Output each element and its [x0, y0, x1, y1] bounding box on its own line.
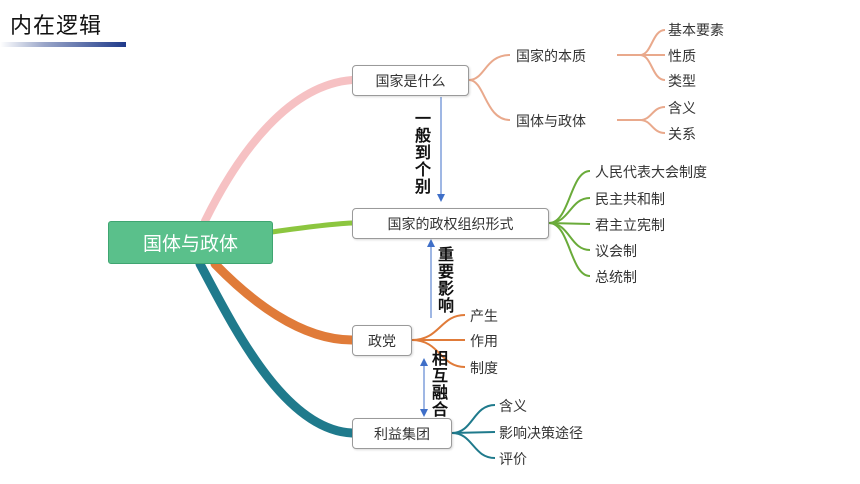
relation-mutual-fusion: 相互融合: [431, 349, 448, 419]
group-polity-regime[interactable]: 国体与政体: [516, 114, 586, 130]
leaf-relation[interactable]: 关系: [668, 127, 696, 143]
leaf-presidential[interactable]: 总统制: [595, 270, 637, 286]
page-title: 内在逻辑: [10, 14, 103, 39]
branch-link-state: [201, 76, 356, 225]
interest-sub-links: [451, 404, 496, 459]
branch-link-party: [210, 259, 357, 345]
leaf-interest-influence[interactable]: 影响决策途径: [499, 426, 583, 442]
group-state-essence[interactable]: 国家的本质: [516, 49, 586, 65]
leaf-people-congress[interactable]: 人民代表大会制度: [595, 165, 707, 181]
leaf-parliamentary[interactable]: 议会制: [595, 244, 637, 260]
title-underline: [0, 42, 126, 47]
relation-important-influence: 重要影响: [437, 245, 454, 315]
relation-general-to-specific: 一般到个别: [414, 109, 431, 196]
node-party[interactable]: 政党: [352, 325, 412, 356]
leaf-basic-elements[interactable]: 基本要素: [668, 23, 724, 39]
leaf-interest-meaning[interactable]: 含义: [499, 399, 527, 415]
leaf-democratic-republic[interactable]: 民主共和制: [595, 192, 665, 208]
branch-link-interest: [195, 259, 357, 438]
branch-link-organization: [269, 220, 355, 235]
leaf-interest-evaluation[interactable]: 评价: [499, 452, 527, 468]
node-what-is-state[interactable]: 国家是什么: [352, 65, 469, 96]
leaf-party-system[interactable]: 制度: [470, 361, 498, 377]
leaf-type[interactable]: 类型: [668, 74, 696, 90]
party-sub-links: [411, 314, 466, 368]
root-node[interactable]: 国体与政体: [108, 221, 273, 264]
leaf-party-origin[interactable]: 产生: [470, 309, 498, 325]
leaf-constitutional-monarchy[interactable]: 君主立宪制: [595, 218, 665, 234]
node-interest-group[interactable]: 利益集团: [352, 418, 452, 449]
node-organization-form[interactable]: 国家的政权组织形式: [352, 208, 549, 239]
leaf-party-role[interactable]: 作用: [470, 334, 498, 350]
organization-sub-links: [548, 170, 591, 277]
state-sub-links: [468, 29, 666, 134]
leaf-nature[interactable]: 性质: [668, 49, 696, 65]
leaf-meaning[interactable]: 含义: [668, 101, 696, 117]
